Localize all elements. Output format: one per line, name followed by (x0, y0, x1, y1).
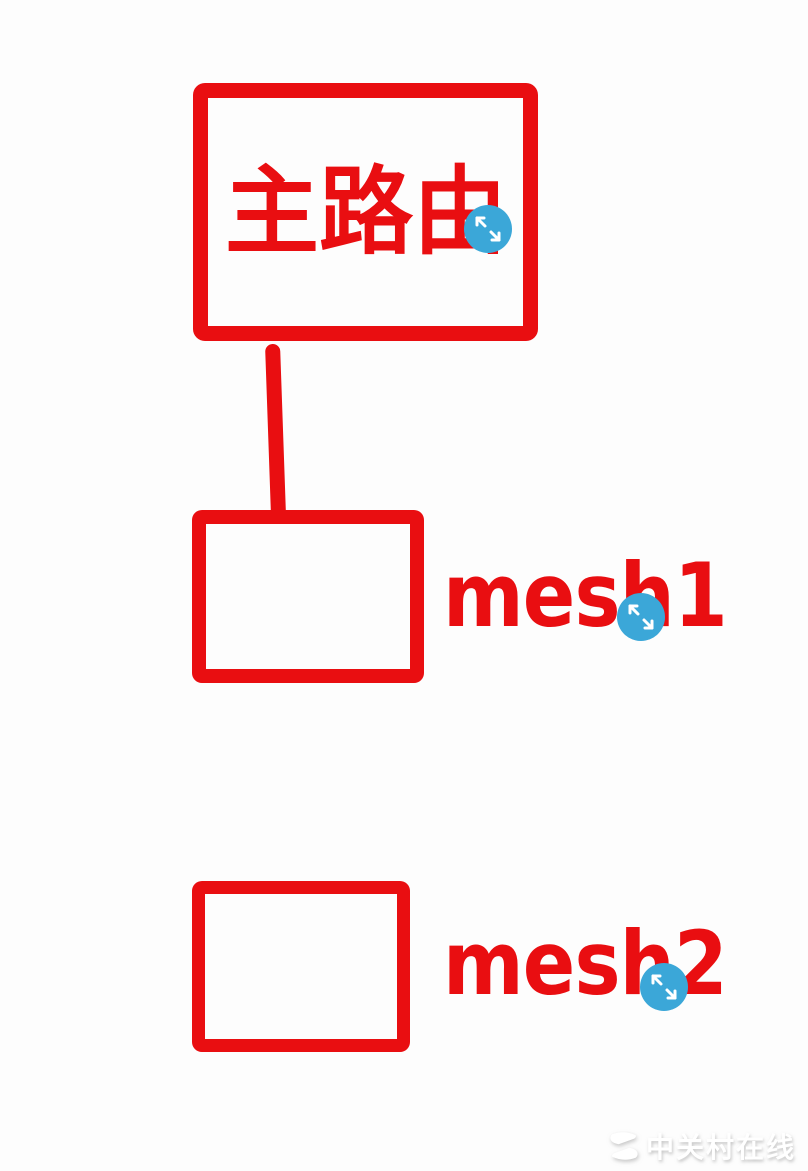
connector-main-to-mesh1 (265, 343, 287, 525)
watermark: 中关村在线 (606, 1126, 796, 1166)
diagonal-arrows-icon (475, 216, 501, 242)
resize-handle-icon[interactable] (640, 963, 688, 1011)
watermark-text: 中关村在线 (645, 1131, 796, 1164)
main-router-label: 主路由 (224, 156, 507, 268)
mesh1-label: mesh1 (443, 544, 728, 647)
node-mesh2 (192, 881, 410, 1052)
resize-handle-icon[interactable] (464, 205, 512, 253)
node-mesh1 (192, 510, 424, 683)
diagonal-arrows-icon (628, 604, 654, 630)
resize-handle-icon[interactable] (617, 593, 665, 641)
node-main-router: 主路由 (193, 83, 538, 341)
diagonal-arrows-icon (651, 974, 677, 1000)
zol-logo-icon (606, 1131, 642, 1161)
